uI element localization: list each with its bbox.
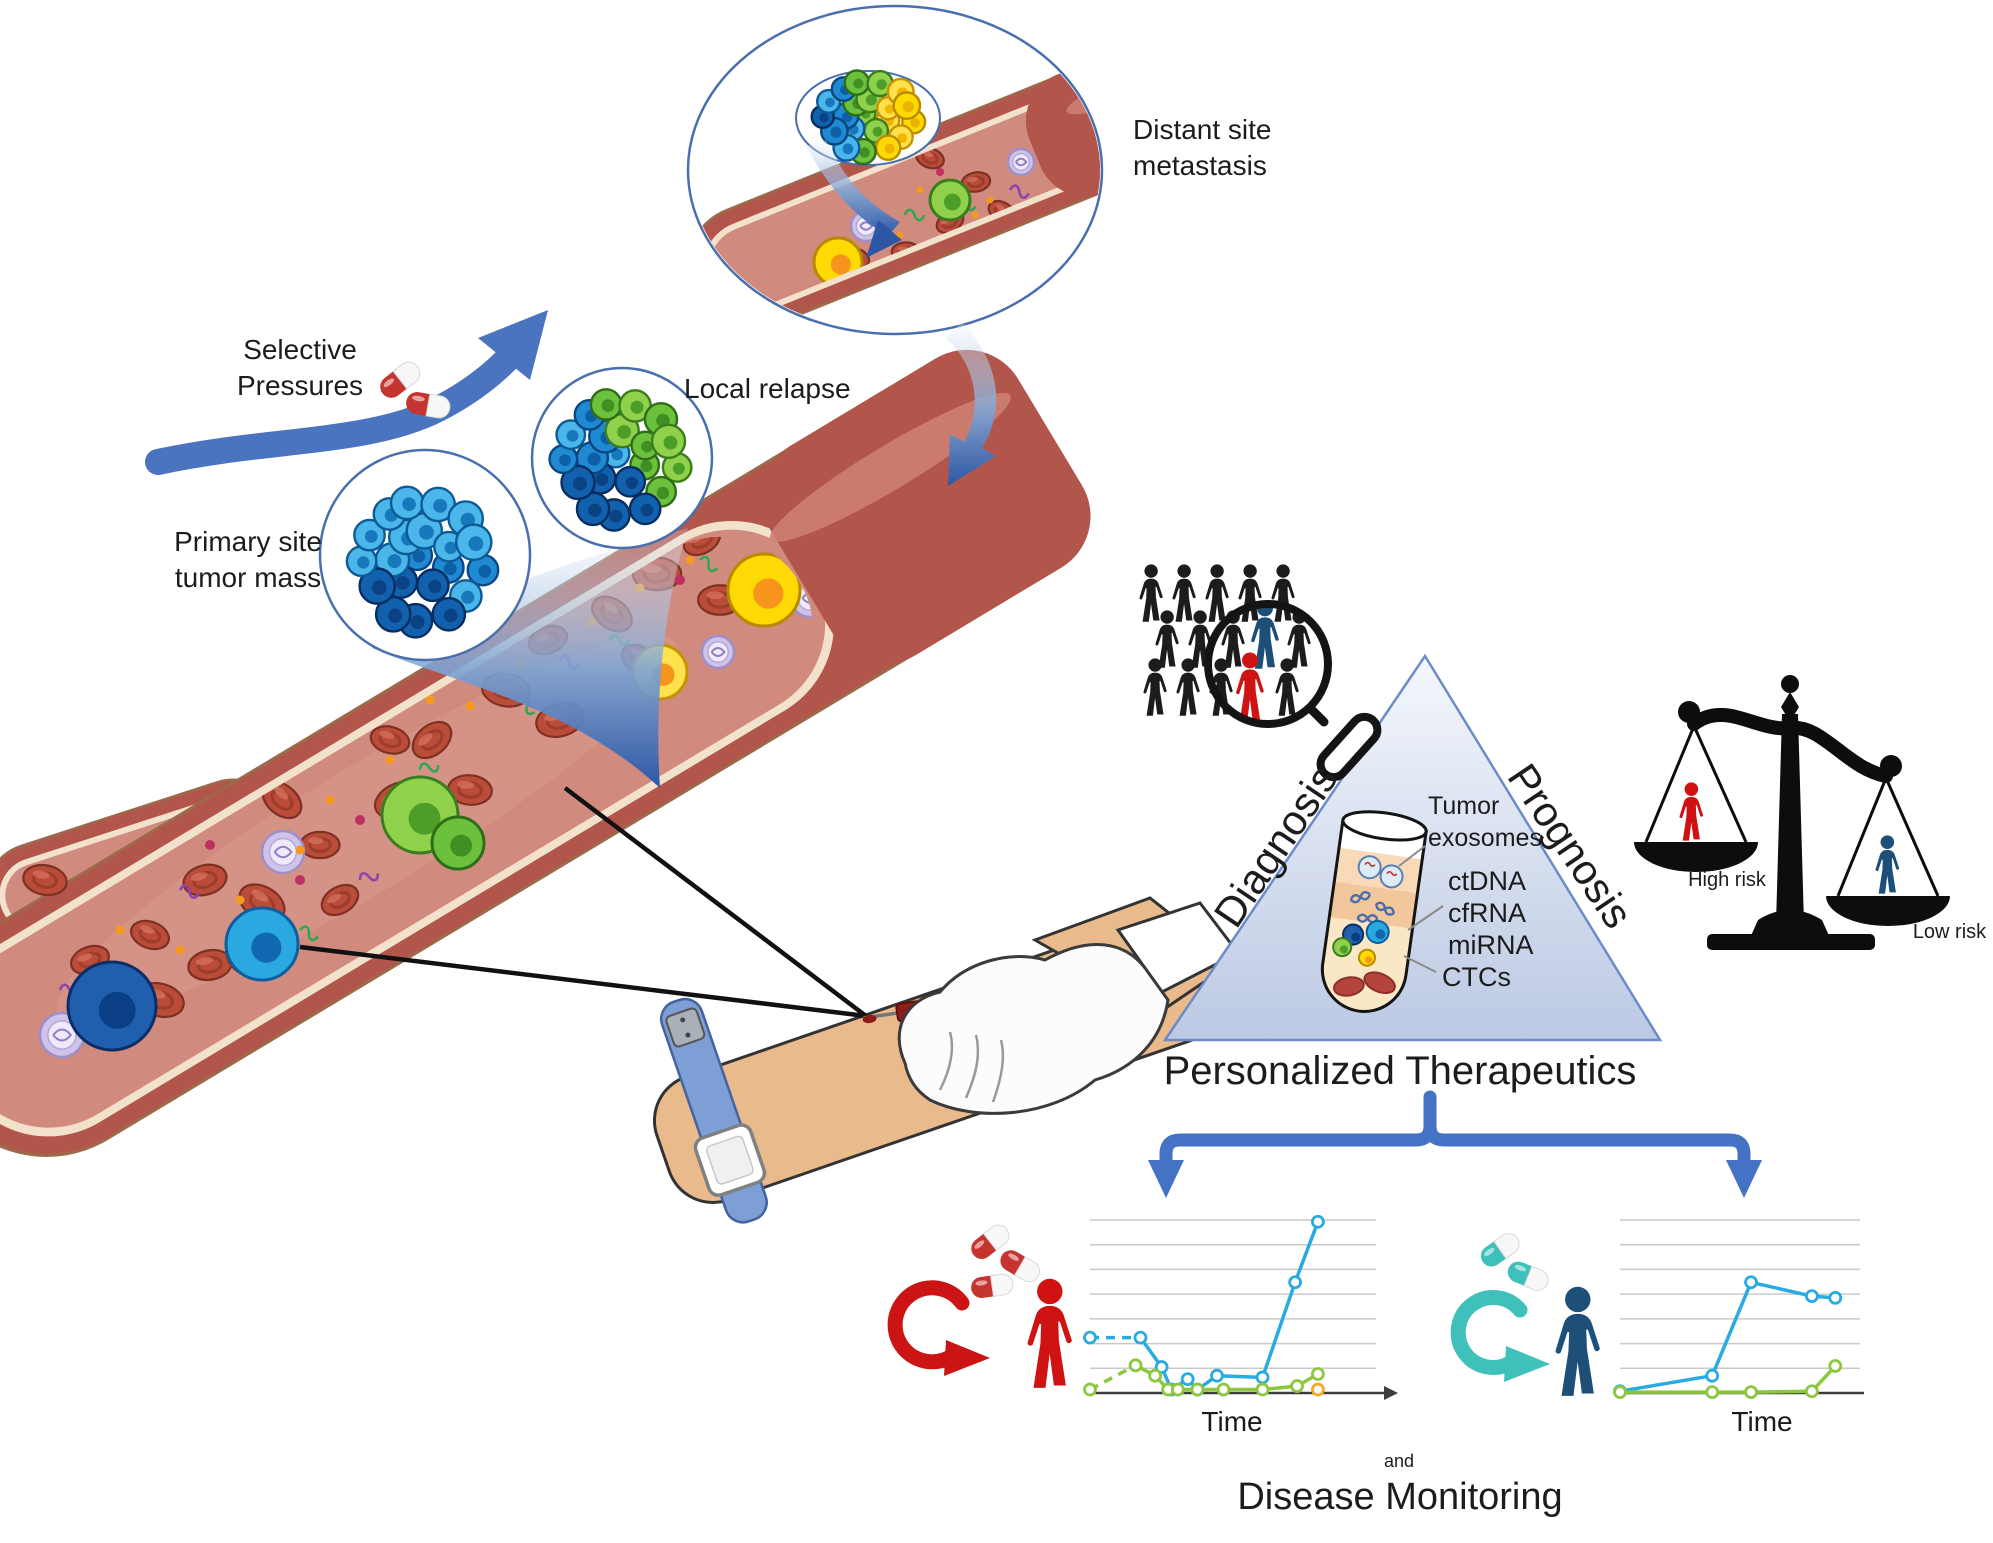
data-point xyxy=(1804,1289,1819,1304)
distant-site-metastasis-label: Distant site metastasis xyxy=(1133,114,1272,181)
data-point xyxy=(1828,1290,1843,1305)
data-point xyxy=(1744,1385,1758,1400)
blood-tube-icon xyxy=(1316,810,1444,1017)
data-point xyxy=(1190,1382,1205,1397)
data-point xyxy=(1133,1330,1148,1345)
chart-time-label: Time xyxy=(1201,1406,1262,1437)
data-point xyxy=(1804,1384,1819,1399)
sample-pointer-line xyxy=(563,786,868,1018)
arrowhead xyxy=(866,220,902,258)
metastasis-inset xyxy=(686,4,1104,336)
data-point xyxy=(1311,1367,1325,1381)
finger-line xyxy=(938,1031,954,1091)
pill-capsule-icon xyxy=(1504,1257,1552,1295)
population-crowd xyxy=(1139,564,1311,721)
high-risk-label: High risk xyxy=(1688,869,1766,891)
data-point xyxy=(1148,1368,1163,1383)
data-point xyxy=(1083,1382,1097,1397)
data-point xyxy=(1705,1368,1720,1383)
data-point xyxy=(1311,1382,1325,1397)
cfrna-label: cfRNA xyxy=(1448,898,1527,928)
magnifier-icon xyxy=(1204,600,1382,782)
finger-line xyxy=(964,1034,980,1099)
dna-icon xyxy=(1349,891,1372,904)
mirna-label: miRNA xyxy=(1448,930,1534,960)
axis-arrowhead xyxy=(1384,1386,1398,1400)
leader-line xyxy=(1398,845,1426,867)
ctcs-label: CTCs xyxy=(1442,962,1511,992)
person-icon xyxy=(1139,564,1163,622)
person-icon xyxy=(1172,564,1196,622)
selective-pressures-label: Selective Pressures xyxy=(236,334,364,401)
curved-arrow-icon xyxy=(944,1340,990,1376)
arrowhead xyxy=(478,310,548,380)
patient-navy-icon xyxy=(1555,1286,1600,1396)
dna-icon xyxy=(1374,901,1396,916)
ctdna-label: ctDNA xyxy=(1448,866,1527,896)
primary-site-label: Primary site tumor mass xyxy=(174,526,322,593)
blood-draw-scene xyxy=(299,786,1241,1224)
data-point xyxy=(1255,1370,1270,1385)
primary-tumor-cells xyxy=(345,485,500,639)
selective-pressure-arrow xyxy=(145,339,527,475)
data-point xyxy=(1311,1214,1325,1229)
data-point xyxy=(1290,1379,1304,1393)
person-icon xyxy=(1205,564,1229,622)
therapy-cycle-teal xyxy=(1450,1228,1600,1396)
leader-line xyxy=(1403,955,1437,973)
inset-funnel-arrow xyxy=(806,140,900,236)
exosome-icon xyxy=(1379,864,1404,889)
arrowhead xyxy=(1726,1160,1762,1198)
wrist-band-icon xyxy=(659,997,768,1224)
data-point xyxy=(1154,1360,1169,1374)
sample-pointer-line xyxy=(299,944,867,1019)
monitoring-chart-right: Time xyxy=(1613,1219,1864,1437)
balance-scale-icon xyxy=(1634,675,1950,950)
therapy-brace-arrow xyxy=(1148,1090,1762,1198)
personalized-therapeutics-label: Personalized Therapeutics xyxy=(1163,1049,1637,1093)
data-point xyxy=(1216,1382,1231,1397)
chart-time-label: Time xyxy=(1731,1406,1792,1437)
funnel-to-vessel xyxy=(372,528,688,788)
metastatic-tumor-cells xyxy=(810,69,927,166)
patient-red-icon xyxy=(1027,1278,1072,1388)
local-relapse-label: Local relapse xyxy=(684,373,851,404)
tumor-exosomes-label: Tumor exosomes xyxy=(1428,792,1542,852)
leader-line xyxy=(1407,905,1444,931)
metastasis-exit-arrow xyxy=(946,322,997,486)
data-point xyxy=(1288,1275,1303,1290)
data-point xyxy=(1128,1358,1143,1373)
data-point xyxy=(1083,1330,1097,1345)
gloved-hand xyxy=(897,943,1170,1115)
data-point xyxy=(1180,1372,1195,1387)
data-point xyxy=(1255,1382,1270,1397)
tumor-evolution xyxy=(145,310,714,788)
data-point xyxy=(1705,1385,1720,1400)
exosome-icon xyxy=(1357,855,1382,880)
tube-layers xyxy=(1316,847,1423,1017)
data-point xyxy=(1828,1359,1843,1373)
data-point xyxy=(1210,1368,1224,1383)
data-point xyxy=(1613,1385,1627,1400)
curved-arrow-icon xyxy=(1504,1346,1550,1382)
low-risk-label: Low risk xyxy=(1912,921,1987,943)
relapse-tumor-cells xyxy=(548,388,693,532)
finger-line xyxy=(991,1039,1005,1103)
disease-monitoring-label: Disease Monitoring xyxy=(1237,1476,1563,1518)
person-icon xyxy=(1271,564,1295,622)
low-risk-person-icon xyxy=(1875,835,1900,894)
pill-capsule-icon xyxy=(969,1272,1015,1300)
arrowhead xyxy=(1148,1160,1184,1198)
data-point xyxy=(1744,1275,1758,1290)
monitoring-chart-left: Time xyxy=(1083,1214,1398,1437)
high-risk-person-icon xyxy=(1679,782,1704,841)
and-label: and xyxy=(1383,1451,1415,1471)
therapy-cycle-red xyxy=(887,1220,1072,1388)
data-point xyxy=(1171,1382,1185,1397)
